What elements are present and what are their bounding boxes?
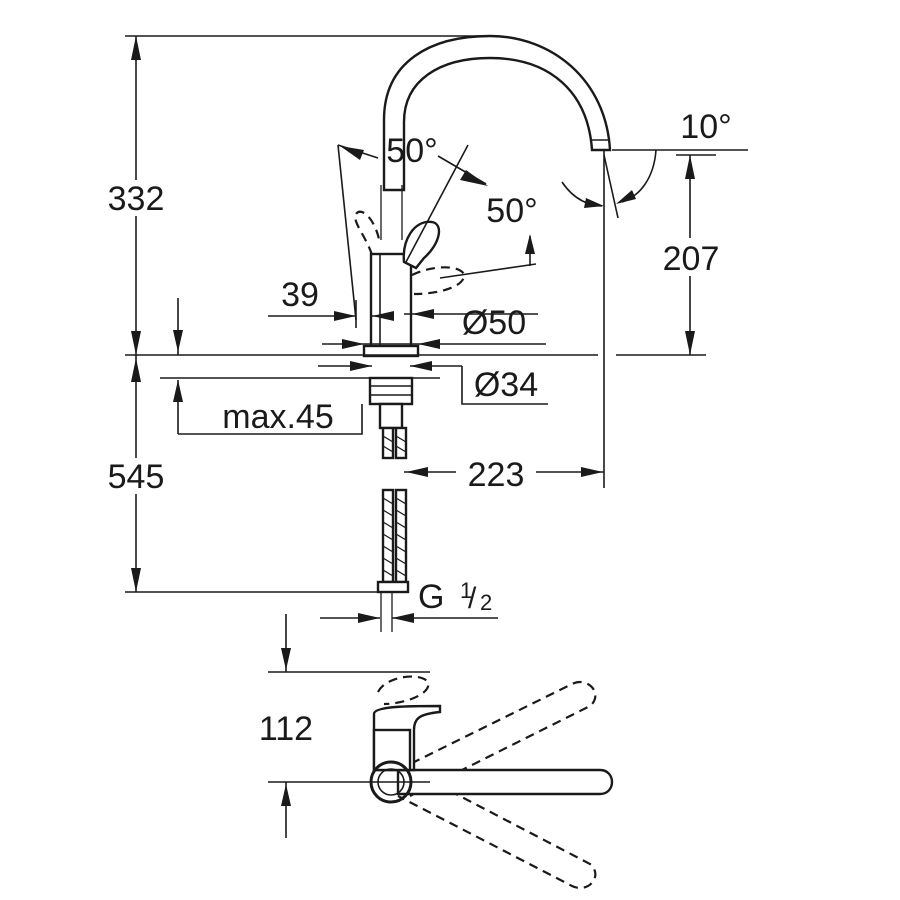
label-below-counter: 545 bbox=[108, 458, 165, 496]
dim-below-counter: 545 bbox=[100, 355, 380, 593]
lever-handle bbox=[402, 220, 441, 270]
dim-spout-reach: 223 bbox=[404, 454, 604, 494]
dim-lever-offset: 39 bbox=[268, 276, 394, 328]
spout-dashed-upper bbox=[397, 681, 597, 797]
label-spout-reach: 223 bbox=[468, 456, 525, 494]
spout-dashed-lower bbox=[397, 769, 597, 889]
dim-connection-thread: G 1 / 2 bbox=[320, 578, 498, 623]
dim-lever-angle-left: 50° bbox=[337, 132, 438, 321]
dim-hole-diameter: Ø34 bbox=[318, 361, 548, 405]
base-flange bbox=[362, 344, 420, 358]
label-lever-angle-right: 50° bbox=[486, 192, 537, 230]
faucet-body bbox=[369, 252, 413, 356]
dim-total-height: 332 bbox=[100, 35, 490, 355]
supply-hoses bbox=[376, 426, 410, 594]
spout-top-view bbox=[396, 768, 614, 796]
label-max-thickness: max.45 bbox=[222, 398, 334, 436]
dim-max-thickness: max.45 bbox=[173, 298, 363, 436]
mounting-nut bbox=[368, 376, 414, 406]
label-connection-den: 2 bbox=[480, 590, 492, 615]
label-spout-height: 207 bbox=[663, 240, 720, 278]
label-lever-angle-left: 50° bbox=[386, 132, 437, 170]
label-total-height: 332 bbox=[108, 180, 165, 218]
lever-dashed-right bbox=[411, 266, 466, 296]
top-view: 112 bbox=[259, 614, 614, 889]
fraction-slash: / bbox=[468, 582, 477, 615]
label-lever-clearance: 112 bbox=[259, 710, 313, 748]
label-hole-diameter: Ø34 bbox=[474, 366, 538, 404]
lever-dashed-left bbox=[354, 210, 382, 256]
spout bbox=[382, 34, 612, 192]
label-connection-prefix: G bbox=[418, 578, 444, 616]
dim-body-diameter: Ø50 bbox=[322, 304, 546, 349]
label-spout-tilt: 10° bbox=[680, 108, 731, 146]
dim-spout-height: 207 bbox=[655, 154, 727, 355]
label-body-diameter: Ø50 bbox=[462, 304, 526, 342]
dim-lever-angle-right: 50° bbox=[405, 144, 538, 279]
label-connection-num: 1 bbox=[460, 578, 472, 603]
dim-spout-tilt: 10° bbox=[561, 108, 748, 488]
label-lever-offset: 39 bbox=[281, 276, 319, 314]
